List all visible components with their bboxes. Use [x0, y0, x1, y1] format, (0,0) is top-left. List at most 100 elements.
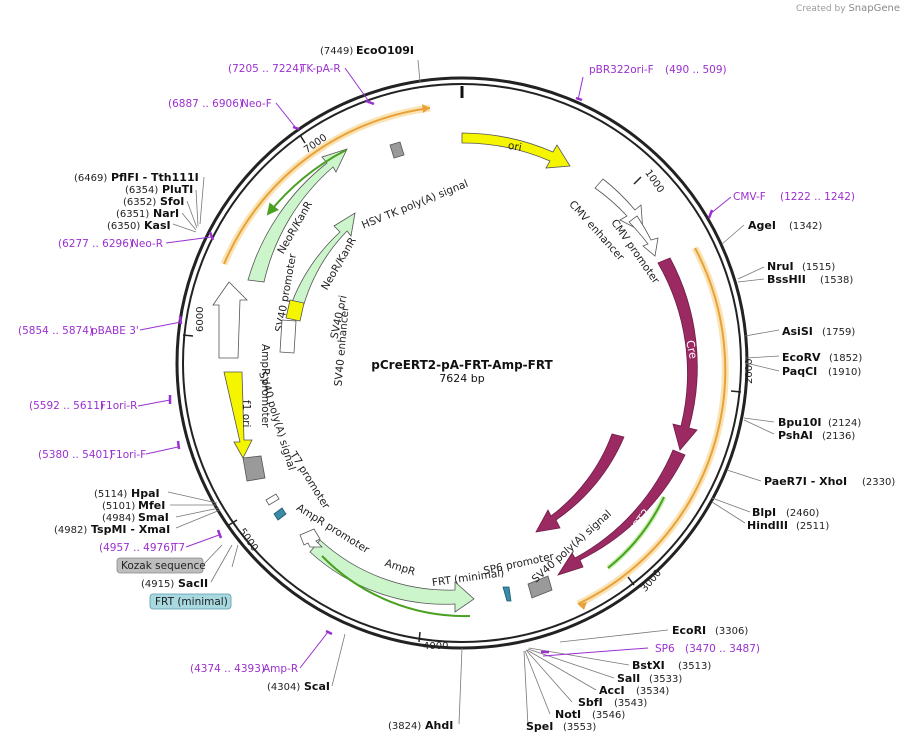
- site-bstxi: BstXI: [632, 659, 665, 672]
- primer-pbr322ori-f-range: (490 .. 509): [665, 64, 727, 76]
- site-acci: AccI: [599, 684, 625, 697]
- site-spei: SpeI: [526, 720, 553, 733]
- site-hindiii: HindIII: [747, 519, 788, 532]
- tick-label-3000: 3000: [639, 568, 664, 595]
- site-scai: ScaI: [304, 680, 330, 693]
- sv40-ori-feature: [285, 299, 305, 322]
- site-noti-pos: (3546): [592, 710, 625, 721]
- site-sbfi-pos: (3543): [614, 698, 647, 709]
- orange-orf-left-glow: [220, 104, 431, 266]
- primer-t7-range: (4957 .. 4976): [99, 542, 174, 554]
- site-leaders: [167, 59, 780, 727]
- site-pluti: PluTI: [162, 183, 193, 196]
- hsv-tk-pa-label: HSV TK poly(A) signal: [360, 178, 470, 232]
- site-pflfi-tth111i-pos: (6469): [74, 173, 107, 184]
- tick-6000: [182, 334, 194, 337]
- site-brui: NruI: [767, 260, 794, 273]
- site-pshai-pos: (2136): [822, 431, 855, 442]
- tick-label-2000: 2000: [744, 359, 755, 384]
- frt-left-feature: [273, 507, 287, 521]
- site-blpi: BlpI: [752, 506, 776, 519]
- neokanr-inner-feature: [291, 212, 356, 305]
- site-blpi-pos: (2460): [786, 508, 819, 519]
- tick-label-4000: 4000: [423, 641, 448, 652]
- site-bsshii: BssHII: [767, 273, 806, 286]
- neokanr-outer-feature: [247, 148, 348, 283]
- site-agei-pos: (1342): [789, 221, 822, 232]
- site-bpu10i-pos: (2124): [828, 418, 861, 429]
- site-nari: NarI: [153, 207, 179, 220]
- primers: (7205 .. 7224) TK-pA-R pBR322ori-F (490 …: [18, 63, 855, 675]
- site-bstxi-pos: (3513): [678, 661, 711, 672]
- cmv-enhancer-feature: [594, 178, 644, 233]
- site-acci-pos: (3534): [636, 686, 669, 697]
- primer-sp6-range: (3470 .. 3487): [685, 643, 760, 655]
- tick-1000: [633, 176, 642, 185]
- site-ecorv: EcoRV: [782, 351, 821, 364]
- site-ecori: EcoRI: [672, 624, 706, 637]
- site-pflfi-tth111i: PflFI - Tth111I: [111, 171, 199, 184]
- sv40-pa-right-feature: [527, 575, 553, 599]
- site-ecoo109i: EcoO109I: [356, 44, 414, 57]
- tick-label-6000: 6000: [195, 307, 206, 332]
- site-hpai: HpaI: [131, 487, 160, 500]
- cre-label: Cre: [683, 339, 700, 360]
- primer-cmv-f-range: (1222 .. 1242): [780, 191, 855, 203]
- site-paqci: PaqCI: [782, 365, 817, 378]
- primer-amp-r: Amp-R: [263, 663, 298, 675]
- tick-3000: [627, 576, 635, 586]
- callouts: Kozak sequence FRT (minimal): [116, 544, 232, 610]
- site-pluti-pos: (6354): [125, 185, 158, 196]
- tick-2000: [730, 390, 742, 393]
- site-ecoo109i-pos: (7449): [320, 46, 353, 57]
- site-asisi: AsiSI: [782, 325, 813, 338]
- site-asisi-pos: (1759): [822, 327, 855, 338]
- site-kasi: KasI: [144, 219, 171, 232]
- plasmid-name: pCreERT2-pA-FRT-Amp-FRT: [371, 358, 553, 372]
- frt-minimal-label: FRT (minimal): [431, 567, 505, 589]
- primer-tk-pa-r-range: (7205 .. 7224): [228, 63, 303, 75]
- site-sali-pos: (3533): [649, 674, 682, 685]
- ampr-promoter-label: AmpR promoter: [294, 502, 372, 557]
- ori-label: ori: [507, 140, 523, 154]
- f1-ori-feature: [223, 371, 253, 459]
- primer-f1ori-r: F1ori-R: [100, 400, 137, 412]
- site-mfei-pos: (5101): [102, 501, 135, 512]
- ampr-promoter-feature: [299, 528, 323, 548]
- cre-feature: [657, 257, 698, 451]
- credit-prefix: Created by: [796, 4, 846, 14]
- kozak-callout-leader: [202, 544, 223, 566]
- site-tspmi-xmai: TspMI - XmaI: [91, 523, 170, 536]
- orange-orf-right: [577, 247, 727, 605]
- tick-7000: [299, 134, 306, 144]
- site-sacii: SacII: [178, 577, 208, 590]
- sv40-promoter-feature: [212, 281, 248, 359]
- site-bsshii-pos: (1538): [820, 275, 853, 286]
- sv40-enhancer-feature: [279, 319, 297, 354]
- primer-neo-f-range: (6887 .. 6906): [168, 98, 243, 110]
- primer-neo-r: Neo-R: [131, 238, 163, 250]
- restriction-sites: (7449) EcoO109I AgeI (1342) NruI (1515) …: [54, 44, 895, 733]
- site-ahdi: AhdI: [425, 719, 453, 732]
- snapgene-logo: SnapGene: [848, 3, 900, 14]
- primer-amp-r-range: (4374 .. 4393): [190, 663, 265, 675]
- tick-4000: [418, 631, 421, 643]
- ert2-feature: [557, 449, 686, 576]
- site-smai: SmaI: [138, 511, 169, 524]
- site-paqci-pos: (1910): [828, 367, 861, 378]
- site-ecori-pos: (3306): [715, 626, 748, 637]
- ert2-orf: [607, 496, 665, 569]
- frt-callout-label: FRT (minimal): [155, 596, 228, 608]
- frt-callout-box: [149, 593, 232, 610]
- site-mfei: MfeI: [138, 499, 165, 512]
- site-agei: AgeI: [748, 219, 776, 232]
- primer-f1ori-r-range: (5592 .. 5611): [29, 400, 104, 412]
- site-paer7i-xhoi-pos: (2330): [862, 477, 895, 488]
- ampr-promoter-2-label: AmpR promoter: [259, 344, 271, 428]
- site-scai-pos: (4304): [267, 682, 300, 693]
- primer-sp6: SP6: [655, 643, 675, 655]
- neokanr-orf: [266, 149, 347, 216]
- orange-orf-right-arrow: [578, 602, 587, 610]
- primer-tk-pa-r: TK-pA-R: [299, 63, 341, 75]
